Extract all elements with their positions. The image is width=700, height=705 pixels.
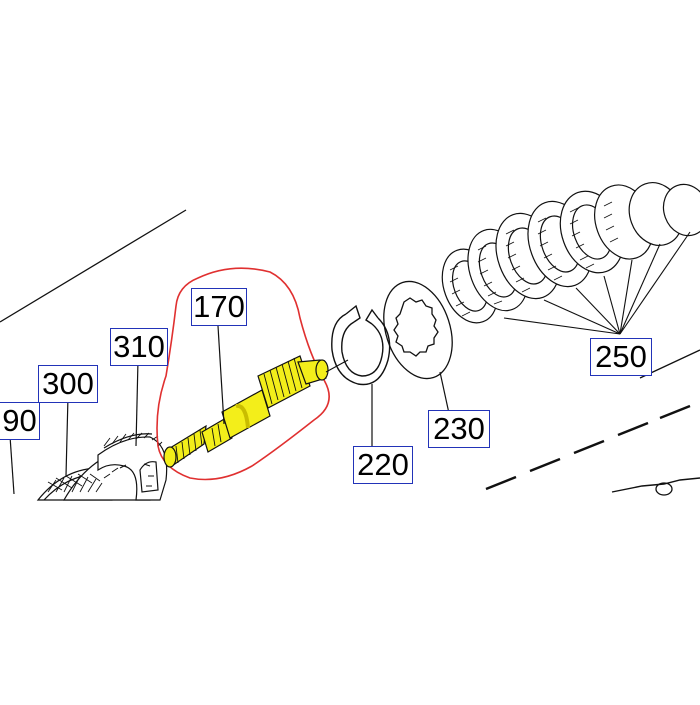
part-leaders-250 bbox=[503, 231, 691, 335]
callout-90: 90 bbox=[0, 402, 40, 440]
friction-hatch bbox=[47, 432, 163, 493]
clutch-pack-250 bbox=[441, 182, 700, 324]
highlight-circle bbox=[156, 267, 330, 481]
clutch-pack-hatch bbox=[449, 201, 619, 317]
callout-170: 170 bbox=[191, 288, 247, 326]
part-leaders-left bbox=[9, 359, 139, 495]
callout-250: 250 bbox=[590, 338, 652, 376]
snap-ring-220 bbox=[331, 304, 391, 452]
callout-300: 300 bbox=[38, 365, 98, 403]
callout-230: 230 bbox=[428, 410, 490, 448]
shaft-170 bbox=[163, 355, 349, 468]
callout-220: 220 bbox=[353, 446, 413, 484]
callout-310: 310 bbox=[110, 328, 168, 366]
part-leader-170 bbox=[217, 325, 225, 425]
